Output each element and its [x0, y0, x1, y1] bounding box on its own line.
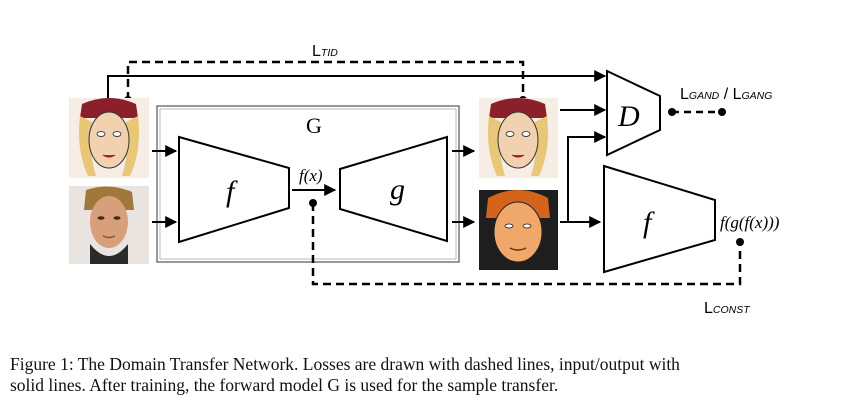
loss-gan-label: LGAND / LGANG: [680, 86, 772, 103]
target-photo-face-image: [69, 186, 149, 264]
fx-label: f(x): [299, 166, 323, 185]
figure-caption: Figure 1: The Domain Transfer Network. L…: [10, 354, 835, 396]
encoder-f2-block: [603, 164, 716, 274]
encoder-f2-label: f: [643, 206, 655, 239]
loss-const-label: LCONST: [704, 300, 751, 317]
const-loss-endpoint-fx: [309, 199, 317, 207]
const-loss-path: [311, 203, 742, 286]
gan-loss-endpoint-right: [718, 108, 726, 116]
generator-label: G: [306, 113, 322, 138]
caption-line-1: Figure 1: The Domain Transfer Network. L…: [10, 354, 680, 374]
generator-box: [156, 105, 460, 263]
gan-loss-endpoint-left: [668, 108, 676, 116]
tid-loss-path: [126, 60, 525, 100]
decoder-g-label: g: [390, 173, 405, 206]
discriminator-block: [606, 69, 661, 157]
source-to-discriminator-line: [107, 70, 607, 100]
discriminator-label: D: [617, 100, 640, 133]
output-generated-face-image: [479, 190, 558, 270]
output-cartoon-face-image: [479, 98, 558, 178]
generator-box-inner: [159, 108, 457, 260]
const-loss-endpoint-fgfx: [736, 238, 744, 246]
loss-tid-label: LTID: [312, 43, 338, 60]
decoder-g-block: [339, 135, 448, 243]
output-bottom-to-discriminator: [560, 131, 607, 223]
encoder-f-block: [178, 135, 290, 244]
fgfx-label: f(g(f(x))): [720, 213, 780, 232]
encoder-f-label: f: [226, 175, 238, 208]
caption-line-2: solid lines. After training, the forward…: [10, 375, 559, 395]
source-cartoon-face-image: [69, 98, 149, 178]
